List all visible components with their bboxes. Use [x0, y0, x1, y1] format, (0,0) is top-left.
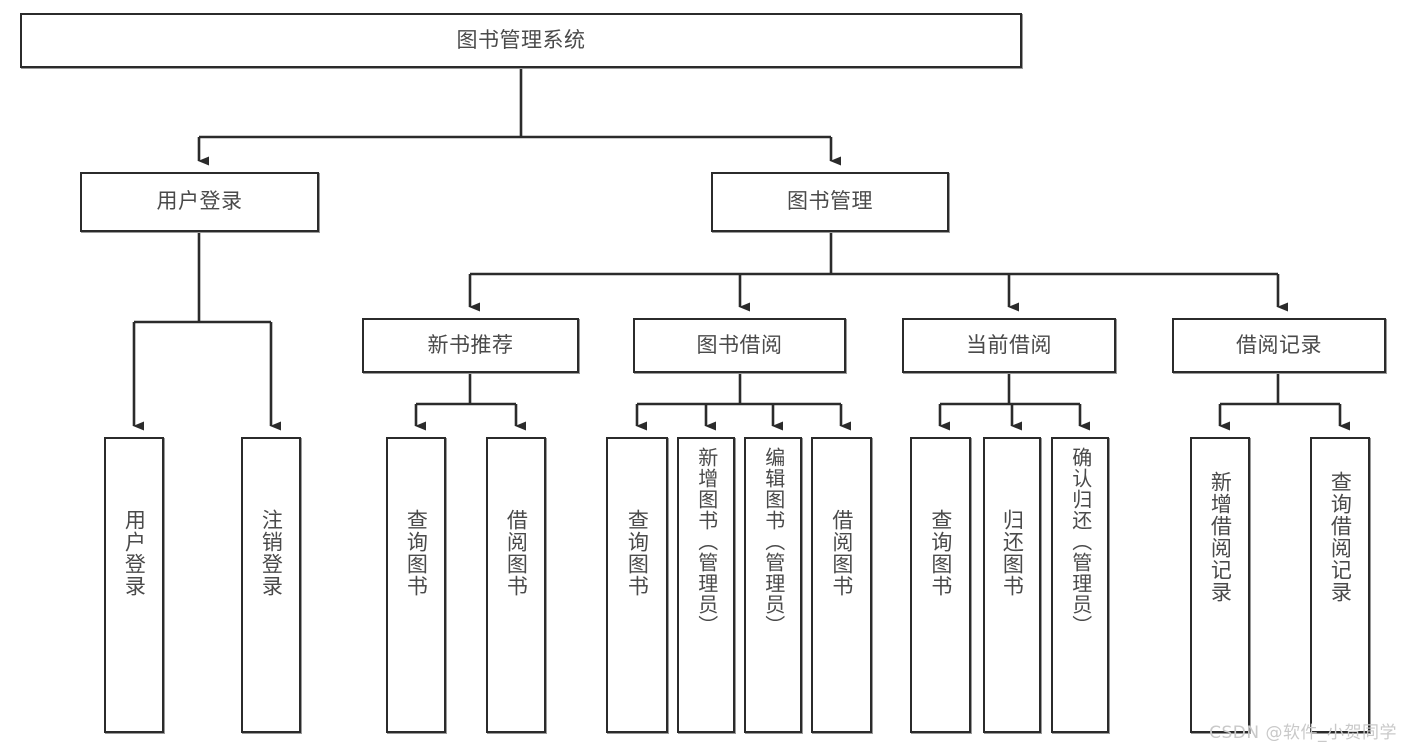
node-label: 图书管理 — [787, 189, 873, 214]
node-leaf-edit-book-admin[interactable]: 编辑图书（管理员） — [744, 437, 802, 733]
node-leaf-add-borrow-record[interactable]: 新增借阅记录 — [1190, 437, 1250, 733]
node-leaf-query-book-recommend[interactable]: 查询图书 — [386, 437, 446, 733]
node-leaf-query-borrow-record[interactable]: 查询借阅记录 — [1310, 437, 1370, 733]
node-leaf-return-book[interactable]: 归还图书 — [983, 437, 1041, 733]
node-label: 注销登录 — [259, 509, 284, 597]
edges-bookmgmt-to-level3 — [468, 232, 1288, 312]
node-label: 新增图书（管理员） — [694, 447, 719, 636]
edges-currentborrow-to-leaves — [938, 373, 1090, 431]
node-label: 用户登录 — [122, 509, 147, 597]
node-label: 用户登录 — [156, 189, 243, 214]
node-leaf-confirm-return-admin[interactable]: 确认归还（管理员） — [1051, 437, 1109, 733]
node-label: 借阅图书 — [504, 509, 529, 597]
node-label: 借阅图书 — [829, 509, 854, 597]
node-root-system[interactable]: 图书管理系统 — [20, 13, 1022, 68]
node-label: 新增借阅记录 — [1208, 471, 1233, 603]
edges-userlogin-to-leaves — [132, 232, 281, 431]
node-leaf-add-book-admin[interactable]: 新增图书（管理员） — [677, 437, 735, 733]
node-label: 编辑图书（管理员） — [761, 447, 786, 636]
node-label: 查询图书 — [928, 509, 953, 597]
watermark: CSDN @软件_小贺同学 — [1209, 723, 1397, 743]
edges-newbook-to-leaves — [414, 373, 526, 431]
node-leaf-query-book-borrow[interactable]: 查询图书 — [606, 437, 668, 733]
edges-bookborrow-to-leaves — [635, 373, 851, 431]
node-user-login[interactable]: 用户登录 — [80, 172, 319, 232]
node-label: 图书借阅 — [696, 332, 783, 357]
node-leaf-borrow-book[interactable]: 借阅图书 — [811, 437, 872, 733]
node-book-borrow[interactable]: 图书借阅 — [633, 318, 846, 373]
node-new-book-recommend[interactable]: 新书推荐 — [362, 318, 579, 373]
node-current-borrow[interactable]: 当前借阅 — [902, 318, 1116, 373]
node-borrow-record[interactable]: 借阅记录 — [1172, 318, 1386, 373]
node-label: 当前借阅 — [966, 332, 1052, 357]
node-label: 查询借阅记录 — [1328, 471, 1353, 603]
node-label: 新书推荐 — [427, 332, 514, 357]
edges-borrowrecord-to-leaves — [1218, 373, 1350, 431]
node-label: 确认归还（管理员） — [1068, 447, 1093, 636]
node-label: 图书管理系统 — [456, 27, 586, 52]
edges-root-to-level2 — [197, 68, 841, 166]
node-book-management[interactable]: 图书管理 — [711, 172, 949, 232]
node-label: 借阅记录 — [1236, 332, 1322, 357]
node-leaf-query-book-current[interactable]: 查询图书 — [910, 437, 971, 733]
node-leaf-user-login[interactable]: 用户登录 — [104, 437, 164, 733]
node-leaf-logout-login[interactable]: 注销登录 — [241, 437, 301, 733]
node-label: 查询图书 — [625, 509, 650, 597]
node-leaf-borrow-book-recommend[interactable]: 借阅图书 — [486, 437, 546, 733]
node-label: 查询图书 — [404, 509, 429, 597]
node-label: 归还图书 — [1000, 509, 1025, 597]
